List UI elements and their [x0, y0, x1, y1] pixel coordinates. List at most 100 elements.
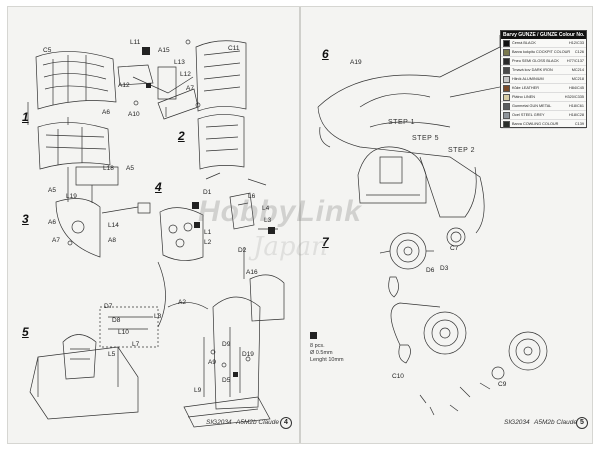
step3-bulkhead	[55, 198, 101, 258]
footer-code: SIG2034	[206, 419, 232, 426]
paint-row: Tmavá kov DARK IRON MC214	[501, 66, 586, 75]
instruction-sheet: 1 2 3 4 5 C5 L11 A15 C11 A12 A6 A10 L13 …	[8, 7, 592, 443]
footer-code: SIG2034	[504, 419, 530, 426]
paint-code: C139	[574, 122, 584, 126]
paint-code: H77/C137	[566, 59, 584, 63]
watermark-brand: HobbyLink	[198, 195, 362, 228]
paint-swatch	[503, 111, 510, 119]
part-label: D3	[440, 265, 449, 272]
part-label: A19	[350, 59, 362, 66]
pe-note-length: Lenght 10mm	[310, 357, 344, 363]
step7-cylinder-front	[423, 311, 467, 355]
part-label: D5	[222, 377, 231, 384]
part-label: C11	[228, 45, 240, 52]
part-label: A7	[186, 85, 194, 92]
callout-step-5: STEP 5	[412, 135, 439, 142]
step-4-number: 4	[155, 180, 162, 194]
callout-step-1: STEP 1	[388, 119, 415, 126]
paint-swatch	[503, 120, 510, 128]
part-label: L7	[132, 341, 140, 348]
right-page: Barvy GUNZE / GUNZE Colour No. Černá BLA…	[300, 7, 592, 443]
part-label: D8	[112, 317, 121, 324]
footer-title: A5M2b Claude	[534, 419, 577, 426]
paint-name: Tmavá kov DARK IRON	[512, 68, 553, 72]
step-7-number: 7	[322, 235, 329, 249]
step-6-number: 6	[322, 47, 329, 61]
paint-swatch	[503, 75, 510, 83]
paint-swatch	[503, 48, 510, 56]
part-label: A6	[48, 219, 56, 226]
left-page: 1 2 3 4 5 C5 L11 A15 C11 A12 A6 A10 L13 …	[8, 7, 300, 443]
step-2-number: 2	[178, 129, 185, 143]
step-5-number: 5	[22, 325, 29, 339]
step4-seat	[229, 192, 255, 230]
part-label: D19	[242, 351, 254, 358]
page-number: 5	[576, 417, 588, 429]
paint-name: Černá BLACK	[512, 41, 536, 45]
part-label: D6	[426, 267, 435, 274]
step-3-number: 3	[22, 212, 29, 226]
photo-etch-icon	[310, 332, 317, 339]
part-label: L13	[174, 59, 185, 66]
step1-frame-assembled	[37, 122, 111, 170]
part-label: A12	[118, 82, 130, 89]
paint-row: Plátno LINEN H320/C335	[501, 93, 586, 102]
part-label: L5	[108, 351, 116, 358]
part-label: C7	[450, 245, 459, 252]
step7-cylinder-rear	[508, 331, 548, 371]
part-label: A9	[208, 359, 216, 366]
part-label: L11	[130, 39, 141, 46]
part-label: L6	[248, 193, 256, 200]
paint-code: MC214	[571, 68, 584, 72]
paint-name: Barva kokpitu COCKPIT COLOUR	[512, 50, 571, 54]
part-label: A6	[102, 109, 110, 116]
part-label: A16	[246, 269, 258, 276]
part-label: A5	[48, 187, 56, 194]
paint-swatch	[503, 66, 510, 74]
paint-code: C126	[574, 50, 584, 54]
part-label: A10	[128, 111, 140, 118]
step4-panel	[159, 207, 204, 261]
part-label: D9	[222, 341, 231, 348]
paint-legend: Barvy GUNZE / GUNZE Colour No. Černá BLA…	[500, 30, 587, 129]
pe-note-qty: 8 pcs.	[310, 343, 325, 349]
part-label: L4	[262, 205, 270, 212]
paint-code: H18/C28	[569, 113, 584, 117]
part-label: C9	[498, 381, 507, 388]
paint-code: H320/C335	[564, 95, 584, 99]
part-label: A15	[158, 47, 170, 54]
part-label: C10	[392, 373, 404, 380]
page-number: 4	[280, 417, 292, 429]
paint-row: Ocel STEEL GREY H18/C28	[501, 111, 586, 120]
step5-seat	[62, 334, 97, 380]
part-label: D2	[238, 247, 247, 254]
step1-sidewall-right	[195, 40, 247, 112]
step5-floor	[183, 396, 271, 428]
step5-frame-a	[212, 296, 261, 410]
part-label: L14	[108, 222, 119, 229]
part-label: L9	[194, 387, 202, 394]
paint-swatch	[503, 84, 510, 92]
part-label: L19	[66, 193, 77, 200]
pe-rod-note: 8 pcs. Ø 0.5mm Lenght 10mm	[310, 332, 344, 364]
paint-row: Černá BLACK H12/C33	[501, 39, 586, 48]
part-label: L8	[154, 313, 162, 320]
paint-legend-title: Barvy GUNZE / GUNZE Colour No.	[501, 31, 586, 39]
paint-name: Plátno LINEN	[512, 95, 536, 99]
paint-name: Hliník ALUMINIUM	[512, 77, 544, 81]
pe-note-diameter: Ø 0.5mm	[310, 350, 333, 356]
part-label: C5	[43, 47, 52, 54]
callout-step-2: STEP 2	[448, 147, 475, 154]
part-label: D7	[104, 303, 113, 310]
paint-name: Ocel STEEL GREY	[512, 113, 545, 117]
right-page-drawings	[317, 35, 561, 416]
step7-engine	[389, 232, 427, 270]
paint-code: H12/C33	[569, 41, 584, 45]
step-1-number: 1	[22, 110, 29, 124]
part-label: L10	[118, 329, 129, 336]
part-label: L3	[264, 217, 272, 224]
